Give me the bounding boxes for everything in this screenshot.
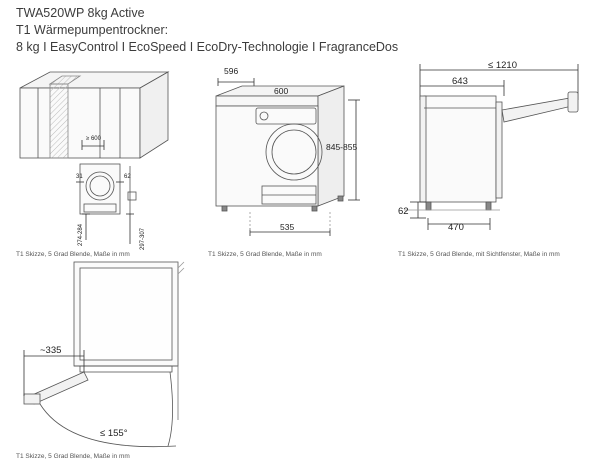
caption-front: T1 Skizze, 5 Grad Blende, Maße in mm	[208, 251, 322, 258]
dim-inner-width: 600	[274, 86, 289, 96]
dim-top-width: 596	[224, 66, 239, 76]
caption-side: T1 Skizze, 5 Grad Blende, mit Sichtfenst…	[398, 251, 560, 258]
dim-height: 845-855	[326, 142, 358, 152]
dim-bottom-width: 535	[280, 222, 295, 232]
dim-right-offset: 62	[124, 174, 131, 180]
dim-left-offset: 31	[76, 174, 83, 180]
product-subtitle: T1 Wärmepumpentrockner:	[16, 23, 169, 37]
dim-total-depth: ≤ 1210	[488, 60, 517, 71]
dim-foot-distance: 470	[448, 222, 464, 233]
side-view	[404, 64, 579, 230]
caption-top: T1 Skizze, 5 Grad Blende, Maße in mm	[16, 453, 130, 460]
product-title: TWA520WP 8kg Active	[16, 6, 145, 20]
top-view	[23, 261, 185, 448]
dim-height-left: 274-284	[78, 223, 84, 246]
product-features: 8 kg I EasyControl I EcoSpeed I EcoDry-T…	[16, 40, 399, 54]
dim-foot-height: 62	[398, 206, 409, 217]
dim-niche-width: ≥ 600	[86, 136, 101, 142]
dim-door-offset: ~335	[40, 345, 62, 356]
built-in-sketch	[19, 71, 170, 244]
dim-door-angle: ≤ 155°	[100, 428, 128, 439]
dim-height-right: 297-307	[140, 227, 146, 250]
dim-depth: 643	[452, 76, 468, 87]
front-view	[215, 78, 360, 236]
caption-built-in: T1 Skizze, 5 Grad Blende, Maße in mm	[16, 251, 130, 258]
